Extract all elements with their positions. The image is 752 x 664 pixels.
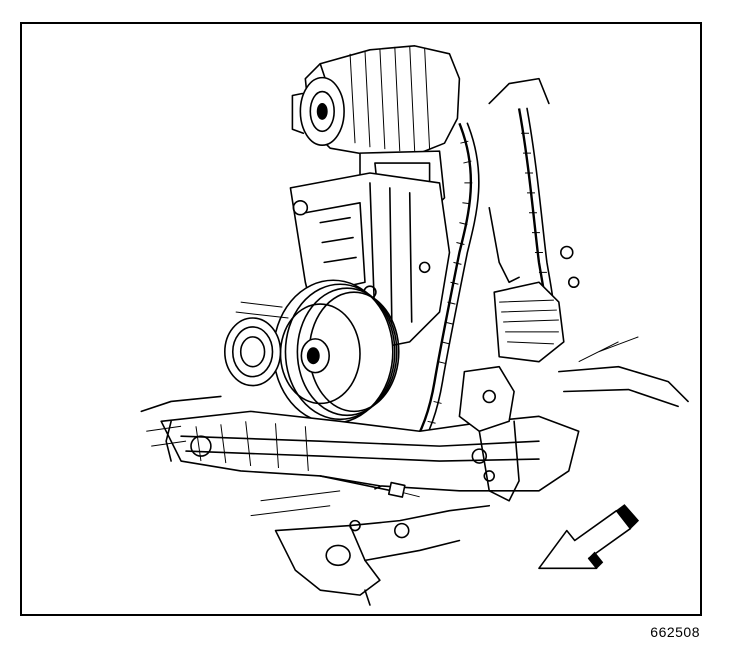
transmission-housing — [493, 281, 689, 408]
mount-bolt — [319, 475, 420, 498]
illustration-frame — [20, 22, 702, 616]
lower-frame — [250, 490, 491, 606]
frame-crossmember — [160, 410, 580, 492]
front-arrow-icon — [538, 504, 640, 570]
figure-id-label: 662508 — [650, 624, 700, 640]
engine-diagram — [140, 45, 689, 606]
left-frame-rail — [140, 395, 222, 462]
engine-mount-bracket — [458, 365, 520, 502]
generator — [291, 45, 461, 156]
idler-pulley — [224, 301, 289, 387]
